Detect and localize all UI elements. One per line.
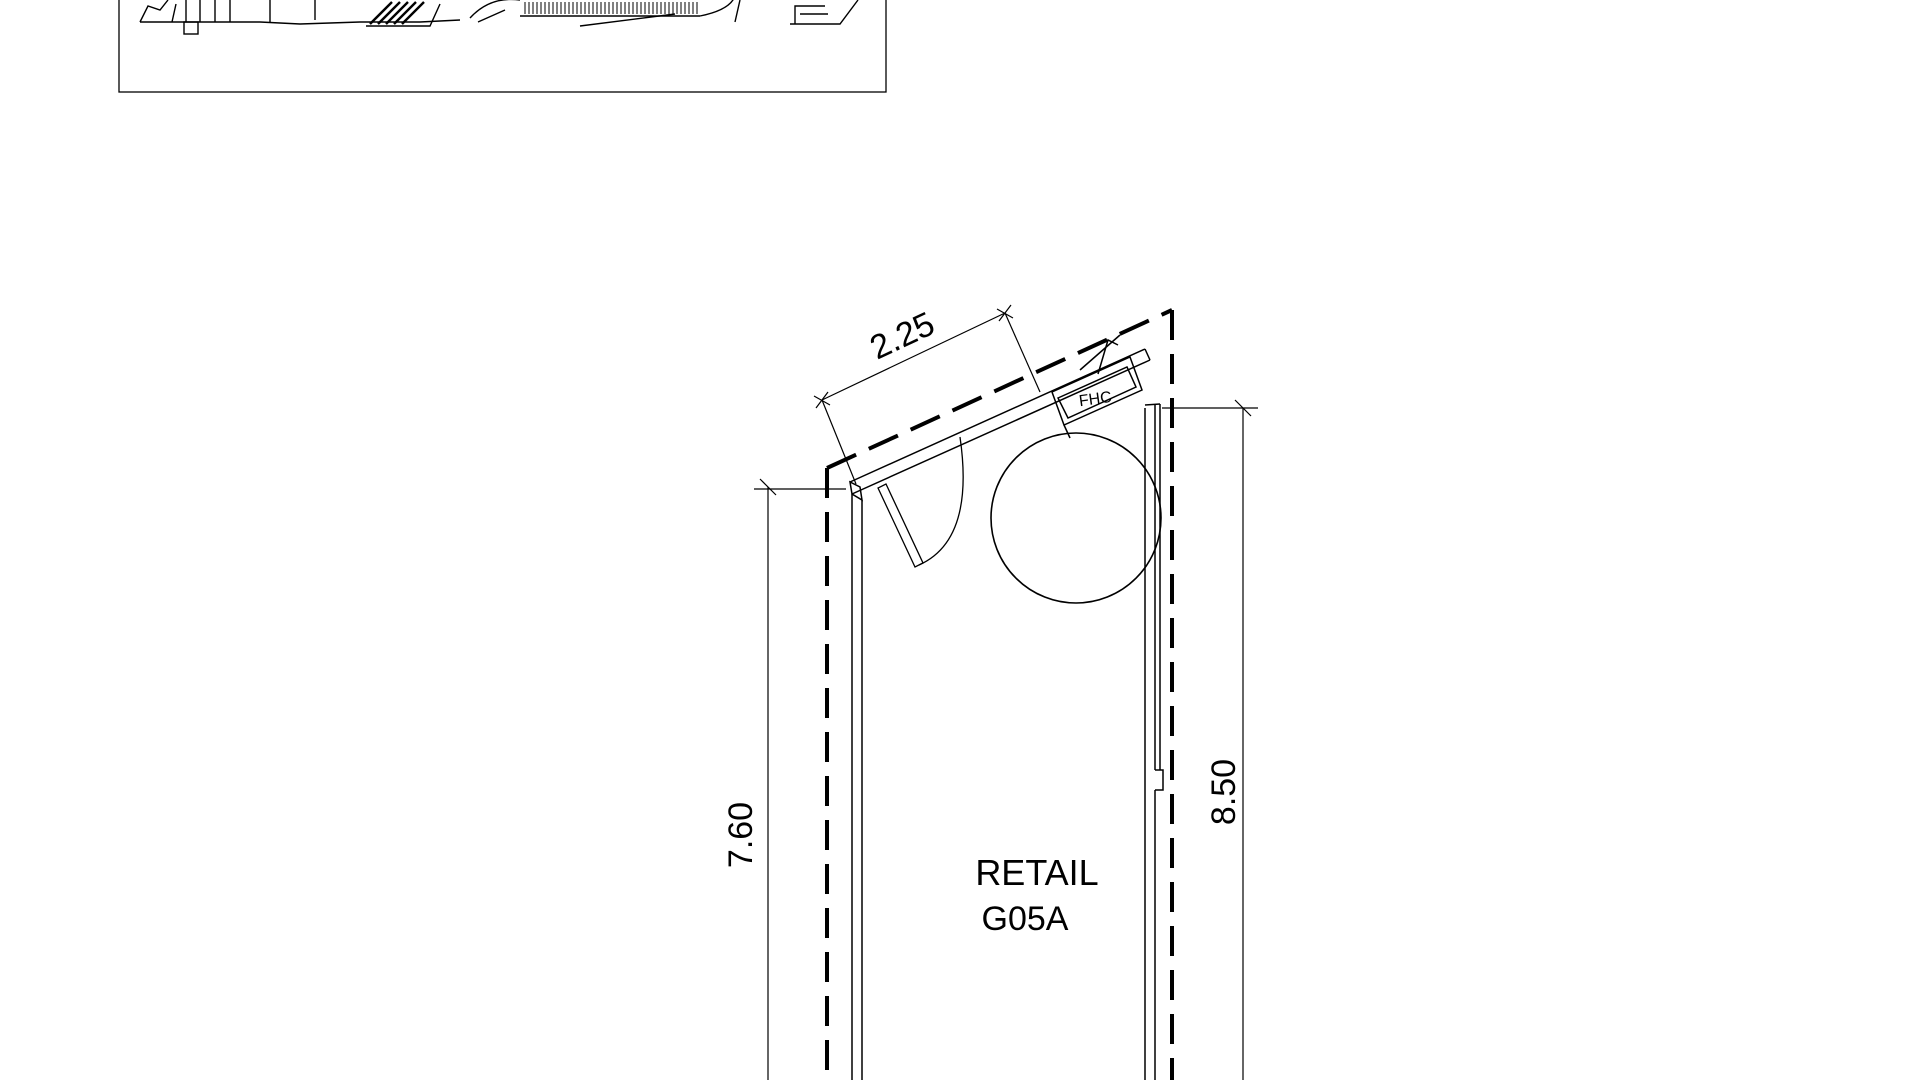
circular-column: [990, 432, 1162, 604]
room-name-label: RETAIL: [975, 852, 1098, 893]
dimension-front-width: [813, 304, 1041, 485]
left-partition-wall: [851, 494, 863, 1080]
dim-line-front: [821, 312, 1006, 401]
lease-line-front: [826, 308, 1173, 470]
fhc-label: FHC: [1078, 389, 1113, 410]
dimension-right-depth: [1162, 399, 1258, 1080]
key-plan-frame: [118, 0, 887, 93]
fire-hose-cabinet: [1051, 334, 1143, 439]
shopfront-wall: [849, 348, 1151, 502]
dimension-label-front-width: 2.25: [864, 305, 940, 367]
key-plan-mini-floorplan: [139, 0, 859, 35]
dimension-left-depth: [754, 478, 846, 1080]
right-partition-wall: [1144, 404, 1164, 1080]
dimension-label-right-depth: 8.50: [1205, 759, 1243, 825]
dimension-label-left-depth: 7.60: [722, 802, 760, 868]
door-leaf: [877, 483, 924, 568]
entrance-door: [877, 436, 964, 568]
retail-unit-plan: [754, 304, 1258, 1080]
door-swing-arc: [918, 436, 964, 566]
room-code-label: G05A: [982, 900, 1069, 938]
key-plan-inset: [118, 0, 887, 93]
